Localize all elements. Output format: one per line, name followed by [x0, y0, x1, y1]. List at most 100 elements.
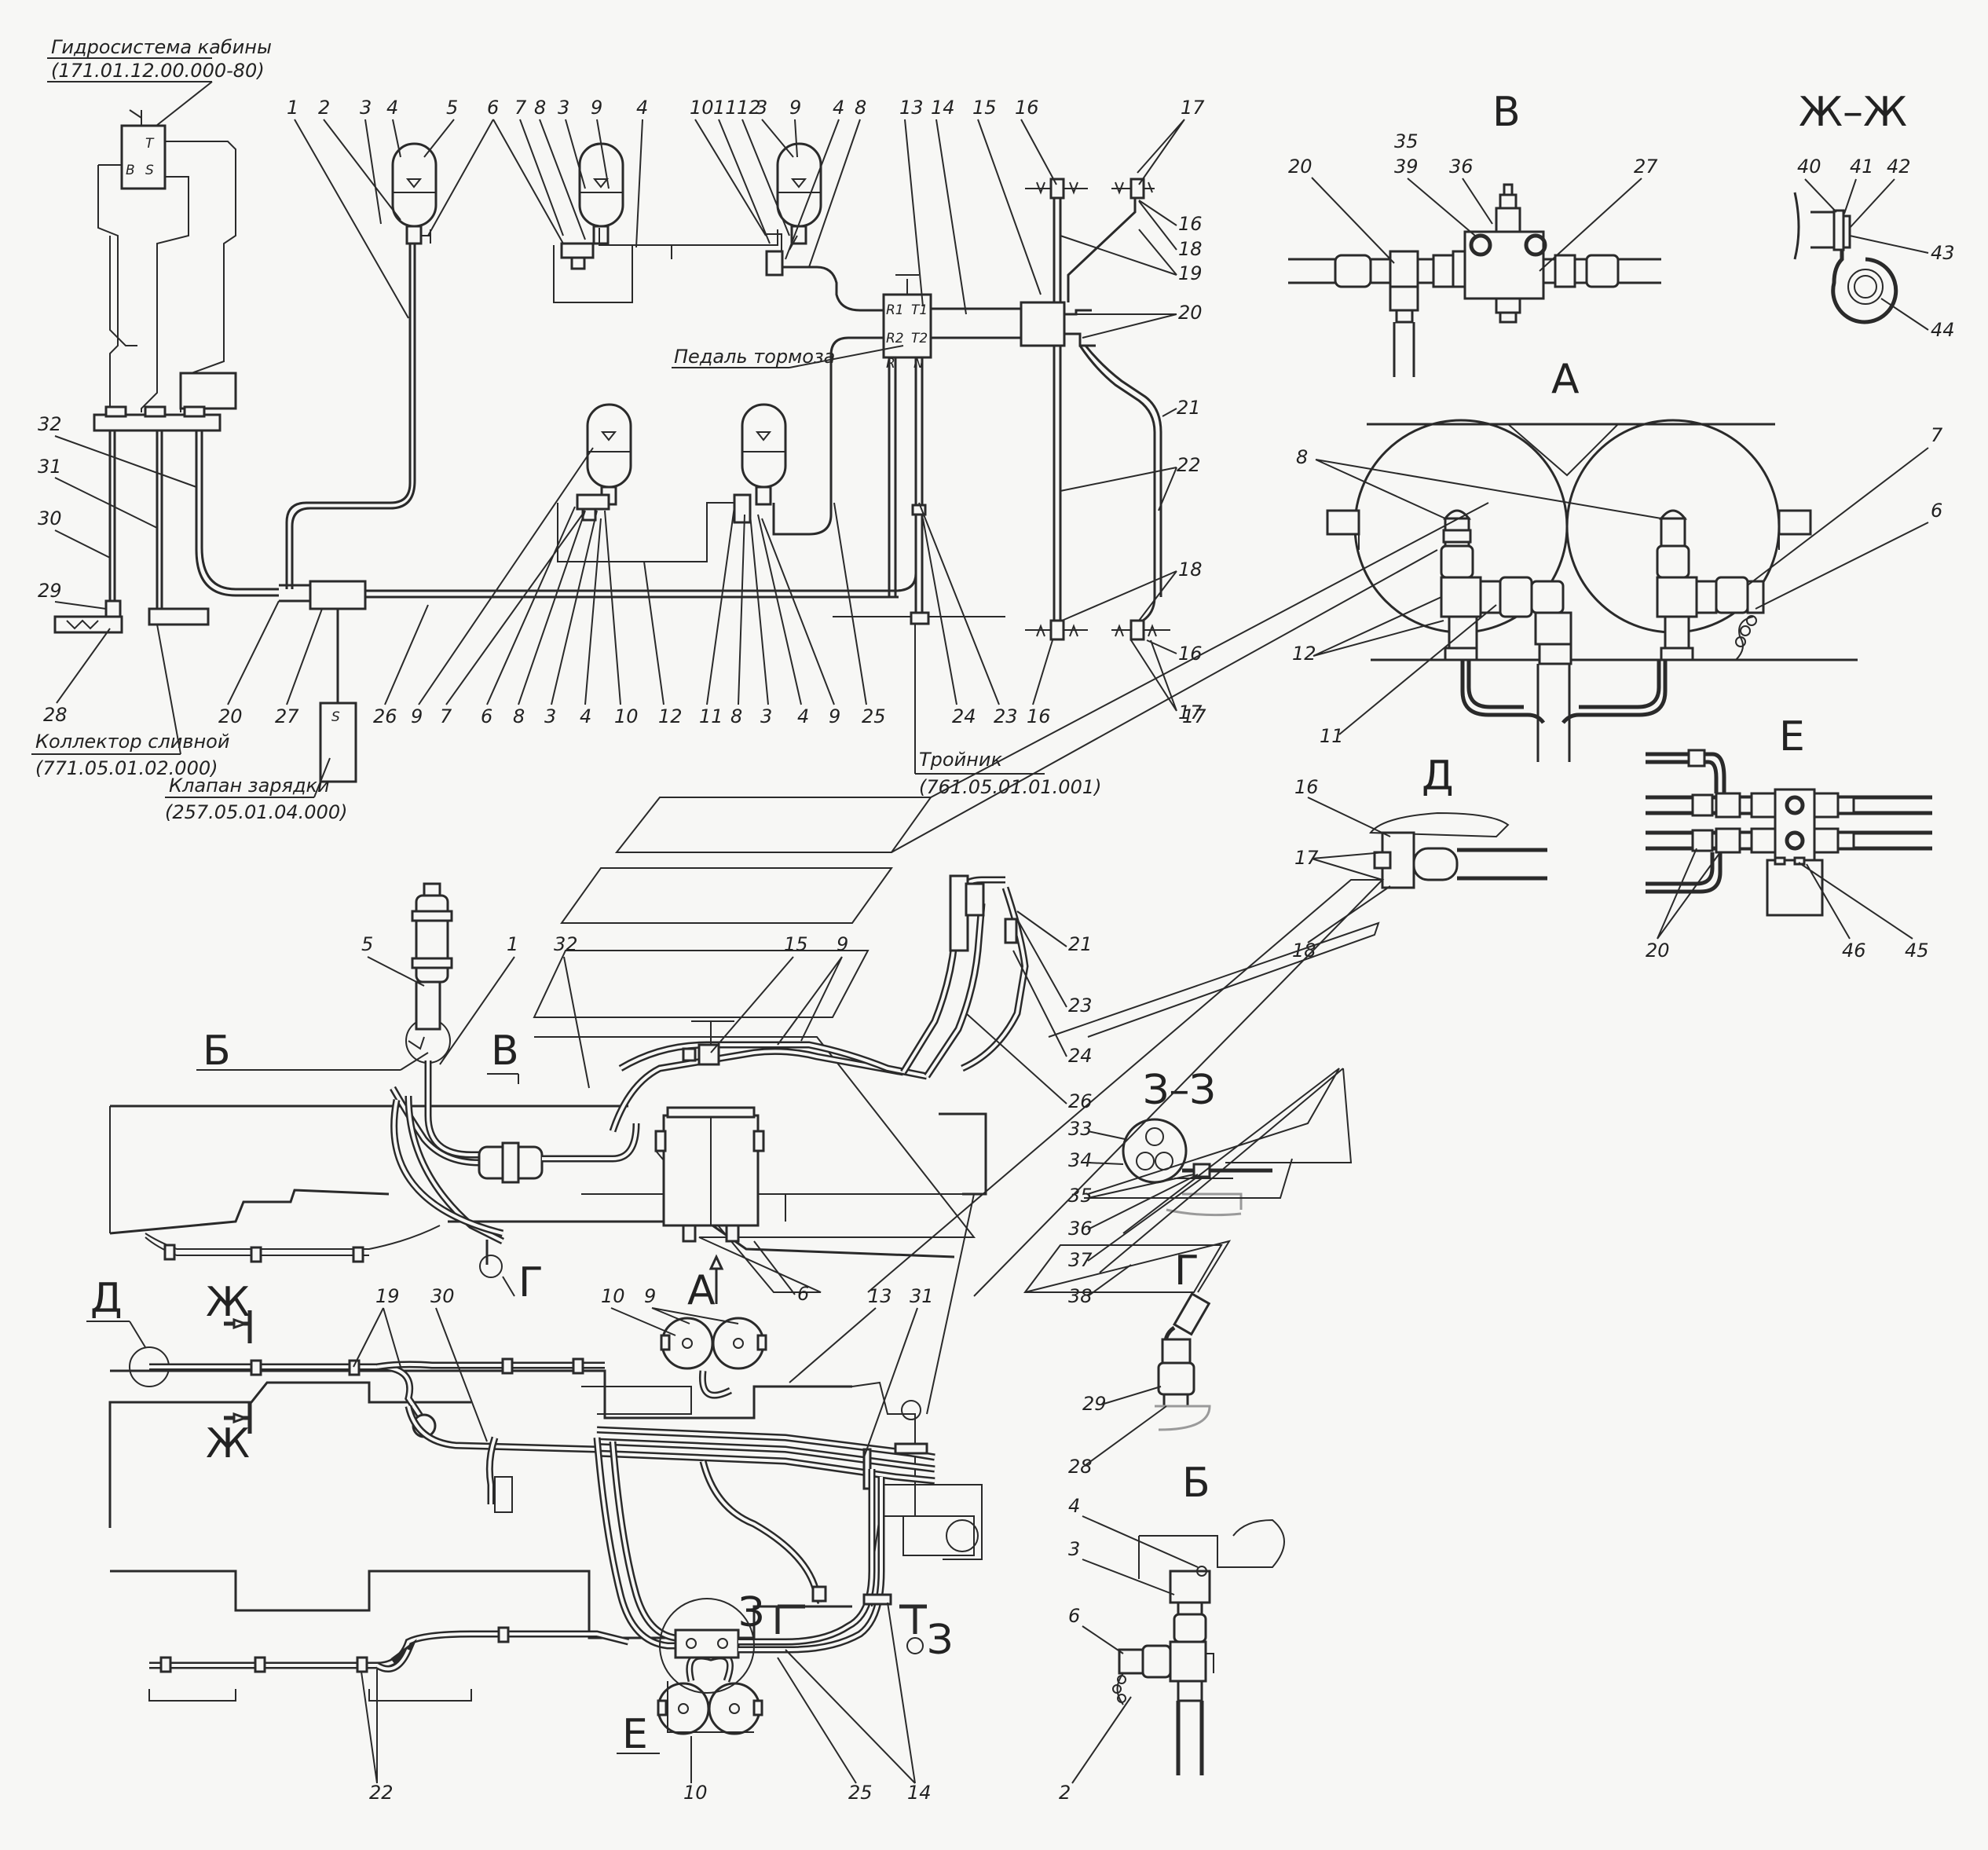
- section-a-title: А: [1551, 356, 1580, 403]
- left-callouts: 32 31 30 29 28: [38, 413, 197, 726]
- section-d: Д 16 17 18: [1292, 753, 1547, 962]
- part-callout: 25: [848, 1782, 873, 1804]
- cab-hydraulic-unit: [120, 124, 167, 190]
- part-callout: 16: [1178, 643, 1203, 665]
- part-callout: 20: [218, 705, 243, 727]
- part-callout: 21: [1068, 933, 1093, 955]
- part-callout: 8: [534, 97, 546, 119]
- part-callout: 20: [1178, 302, 1203, 324]
- part-callout: 7: [1931, 424, 1943, 446]
- section-z-right-mark: З: [927, 1617, 953, 1664]
- part-callout: 4: [636, 97, 648, 119]
- part-callout: 26: [373, 705, 397, 727]
- part-callout: 20: [1646, 940, 1670, 962]
- part-callout: 26: [1068, 1090, 1093, 1112]
- part-callout: 3: [760, 705, 772, 727]
- part-callout: 3: [756, 97, 767, 119]
- accumulator-lower-b: [741, 403, 787, 489]
- part-callout: 33: [1068, 1118, 1093, 1140]
- part-callout: 9: [411, 705, 423, 727]
- part-callout: 11: [1320, 725, 1344, 747]
- part-callout: 4: [833, 97, 844, 119]
- part-callout: 44: [1931, 319, 1955, 341]
- part-callout: 13: [868, 1285, 892, 1307]
- charge-valve-label: Клапан зарядки: [169, 775, 330, 797]
- section-zh-bot-mark: Ж: [206, 1420, 250, 1467]
- part-callout: 2: [318, 97, 330, 119]
- port-b: B: [126, 163, 135, 178]
- part-callout: 27: [1634, 156, 1658, 178]
- part-callout: 8: [513, 705, 525, 727]
- part-callout: 24: [952, 705, 976, 727]
- section-g: Г 29 28: [1068, 1247, 1211, 1478]
- part-callout: 45: [1905, 940, 1929, 962]
- part-callout: 23: [1068, 995, 1093, 1017]
- part-callout: 18: [1178, 559, 1203, 581]
- view-e-mark: Е: [622, 1711, 648, 1758]
- part-callout: 22: [369, 1782, 394, 1804]
- port-t: T: [145, 136, 155, 152]
- block-27: [309, 580, 367, 610]
- cab-hydraulics-label: Гидросистема кабины: [51, 36, 272, 58]
- view-d-mark: Д: [90, 1275, 123, 1322]
- svg-text:T2: T2: [911, 331, 928, 346]
- part-callout: 6: [1931, 500, 1942, 522]
- svg-text:R2: R2: [886, 331, 904, 346]
- part-callout: 30: [38, 507, 62, 529]
- part-callout: 12: [737, 97, 761, 119]
- svg-text:S: S: [331, 709, 340, 725]
- port-s: S: [145, 163, 154, 178]
- part-callout: 8: [855, 97, 866, 119]
- right-callouts: 16 18 19 20 21 22 18 16 17: [1060, 200, 1203, 724]
- part-callout: 11: [713, 97, 738, 119]
- part-callout: 6: [797, 1283, 809, 1305]
- svg-text:T1: T1: [911, 302, 928, 318]
- section-z: З–З 33 34 35 36 37 38: [1068, 1067, 1272, 1307]
- part-callout: 9: [789, 97, 801, 119]
- part-callout: 27: [275, 705, 299, 727]
- tee-label: Тройник: [919, 749, 1002, 771]
- view-b-mark: Б: [203, 1028, 231, 1075]
- part-callout: 34: [1068, 1149, 1093, 1171]
- part-callout: 19: [1178, 262, 1203, 284]
- part-callout: 14: [931, 97, 955, 119]
- accumulator-lower-a: [586, 403, 632, 489]
- section-v: В 20 35 39 36 27: [1288, 89, 1661, 377]
- frame-plan-view: Д Ж Ж: [86, 1193, 983, 1804]
- part-callout: 1: [287, 97, 298, 119]
- part-callout: 21: [1177, 397, 1201, 419]
- section-e-title: Е: [1779, 713, 1805, 760]
- drain-collector-label: Коллектор сливной: [35, 731, 229, 753]
- connectors-top: [1025, 178, 1170, 641]
- part-callout: 9: [829, 705, 840, 727]
- svg-text:R: R: [886, 356, 895, 372]
- part-callout: 40: [1797, 156, 1821, 178]
- part-callout: 31: [910, 1285, 934, 1307]
- part-callout: 15: [784, 933, 808, 955]
- part-callout: 28: [1068, 1456, 1093, 1478]
- accumulator-9a: [578, 142, 624, 228]
- part-callout: 46: [1842, 940, 1866, 962]
- part-callout: 12: [658, 705, 683, 727]
- part-callout: 16: [1015, 97, 1039, 119]
- section-z-title: З–З: [1143, 1067, 1216, 1114]
- part-callout: 36: [1449, 156, 1474, 178]
- part-callout: 10: [601, 1285, 625, 1307]
- part-callout: 11: [699, 705, 723, 727]
- cab-hydraulics-code: (171.01.12.00.000-80): [51, 60, 265, 82]
- part-callout: 3: [558, 97, 569, 119]
- part-callout: 20: [1288, 156, 1313, 178]
- part-callout: 10: [683, 1782, 708, 1804]
- part-callout: 24: [1068, 1045, 1093, 1067]
- section-zh-title: Ж–Ж: [1799, 89, 1907, 136]
- part-callout: 6: [481, 705, 492, 727]
- part-callout: 8: [1296, 446, 1308, 468]
- section-g-title: Г: [1174, 1247, 1199, 1295]
- section-v-title: В: [1492, 89, 1521, 136]
- frame-side-view: Б В Г А 5 1 32 15 9 21 23 24 26 6: [109, 502, 1489, 1314]
- part-callout: 7: [440, 705, 452, 727]
- part-callout: 32: [38, 413, 62, 435]
- part-callout: 31: [38, 456, 62, 478]
- part-callout: 32: [554, 933, 578, 955]
